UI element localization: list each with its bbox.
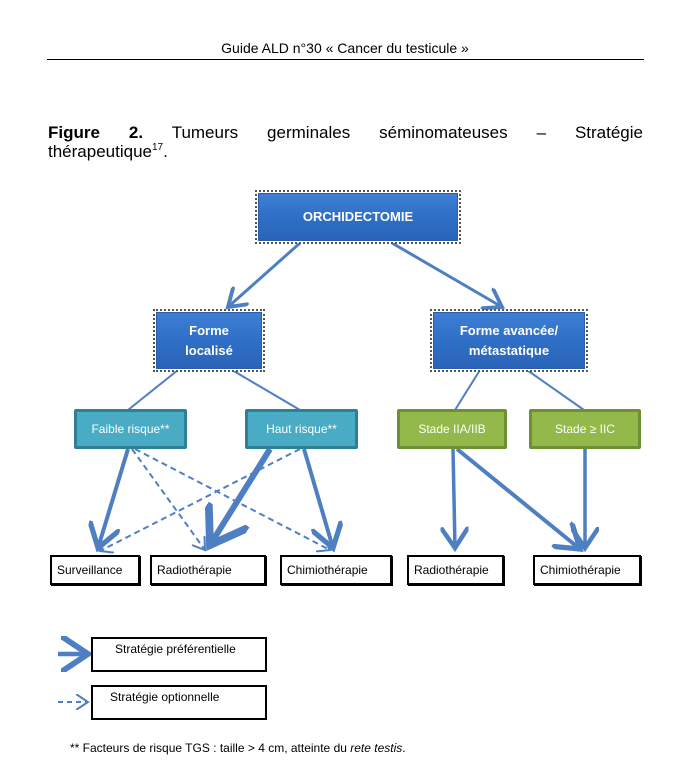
outcome-radiotherapie-right: Radiothérapie [407,555,504,585]
caption-period: . [163,142,168,161]
outcome-surveillance: Surveillance [50,555,140,585]
edge-root-advanced [391,241,502,307]
outcome-radiotherapie-right-label: Radiothérapie [414,563,489,577]
outcome-radiotherapie-left: Radiothérapie [150,555,266,585]
reference-superscript: 17 [151,142,164,153]
node-faible-risque-label: Faible risque** [91,422,170,436]
outcome-chimiotherapie-left: Chimiothérapie [280,555,392,585]
edge-lowrisk-surveillance [98,448,130,548]
outcome-surveillance-label: Surveillance [57,563,123,577]
node-forme-localisee: Forme localisé [153,309,265,372]
outcome-chimiotherapie-right-label: Chimiothérapie [540,563,621,577]
edge-advanced-2c [526,369,585,411]
legend-optional-label: Stratégie optionnelle [110,690,220,704]
node-stade-2c-label: Stade ≥ IIC [555,422,615,436]
header-title: Guide ALD n°30 « Cancer du testicule » [221,40,469,56]
edge-2ab-chimio [455,447,580,549]
figure-caption: Figure 2. Tumeurs germinales séminomateu… [48,123,643,142]
outcome-chimiotherapie-left-label: Chimiothérapie [287,563,368,577]
edge-localized-highrisk [231,369,301,411]
outcome-chimiotherapie-right: Chimiothérapie [533,555,641,585]
node-faible-risque: Faible risque** [74,409,187,449]
node-forme-avancee-line1: Forme avancée/ [459,322,559,338]
edge-lowrisk-chimio [134,448,330,550]
edge-highrisk-surveillance [100,448,301,551]
node-orchidectomie: ORCHIDECTOMIE [255,190,461,244]
legend-preferential-label: Stratégie préférentielle [115,642,236,656]
header-divider [47,59,644,60]
edge-2ab-radio [453,448,455,548]
outcome-radiotherapie-left-label: Radiothérapie [157,563,232,577]
node-stade-2c: Stade ≥ IIC [529,409,641,449]
node-stade-2ab-label: Stade IIA/IIB [418,422,486,436]
footnote-end: . [402,741,406,755]
figure-label: Figure 2. [48,123,144,142]
figure-caption-line2: thérapeutique17. [48,142,168,161]
edge-localized-lowrisk [127,369,179,411]
figure-title-line2: thérapeutique [48,142,152,161]
node-haut-risque-label: Haut risque** [266,422,337,436]
node-forme-avancee: Forme avancée/ métastatique [430,309,588,372]
footnote: ** Facteurs de risque TGS : taille > 4 c… [70,741,406,755]
footnote-text: ** Facteurs de risque TGS : taille > 4 c… [70,741,351,755]
footnote-italic: rete testis [350,741,403,755]
edge-lowrisk-radio [131,448,205,550]
node-forme-localisee-line2: localisé [185,342,233,358]
edge-advanced-2ab [454,369,481,411]
edge-root-localized [228,241,301,307]
figure-title-line1: Tumeurs germinales séminomateuses – Stra… [171,123,643,142]
legend-preferential: Stratégie préférentielle [91,637,267,672]
node-orchidectomie-label: ORCHIDECTOMIE [302,209,414,224]
node-forme-localisee-line1: Forme [189,322,229,338]
node-stade-2ab: Stade IIA/IIB [397,409,507,449]
edge-highrisk-chimio [302,448,333,548]
node-haut-risque: Haut risque** [245,409,358,449]
node-forme-avancee-line2: métastatique [468,342,550,358]
edge-highrisk-radio [210,447,273,545]
legend-optional: Stratégie optionnelle [91,685,267,720]
